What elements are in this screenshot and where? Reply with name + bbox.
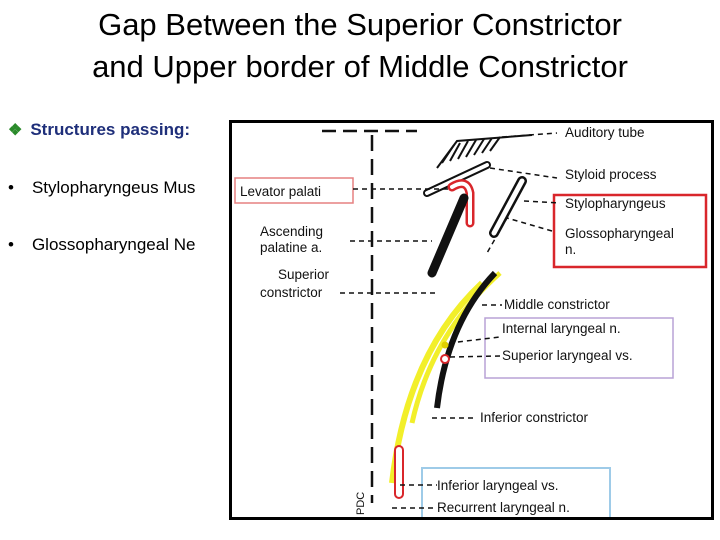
label-internal-laryngeal: Internal laryngeal n. xyxy=(502,321,621,336)
diamond-bullet-icon: ❖ xyxy=(8,122,23,139)
label-glossopharyngeal-2: n. xyxy=(565,242,576,257)
auditory-tube-shape xyxy=(436,134,533,169)
list-item: • Stylopharyngeus Mus xyxy=(8,178,195,198)
list-item-text: Glossopharyngeal Ne xyxy=(31,235,196,254)
superior-laryngeal-dot xyxy=(440,354,450,364)
label-glossopharyngeal-1: Glossopharyngeal xyxy=(565,226,674,241)
label-levator-palati: Levator palati xyxy=(240,184,321,199)
label-ascending-2: palatine a. xyxy=(260,240,322,255)
inferior-laryngeal-box xyxy=(421,467,611,517)
label-auditory-tube: Auditory tube xyxy=(565,125,645,140)
list-item: • Glossopharyngeal Ne xyxy=(8,235,195,255)
bullet-dot: • xyxy=(8,235,14,254)
label-inferior-constrictor: Inferior constrictor xyxy=(480,410,589,425)
middle-constrictor-shape xyxy=(434,270,498,409)
heading-text: Structures passing: xyxy=(30,120,190,139)
label-superior-laryngeal: Superior laryngeal vs. xyxy=(502,348,633,363)
list-item-text: Stylopharyngeus Mus xyxy=(31,178,196,197)
glossopharyngeal-highlight-box xyxy=(552,193,708,269)
label-styloid-process: Styloid process xyxy=(565,167,657,182)
inferior-laryngeal-vessel xyxy=(394,445,404,499)
label-stylopharyngeus: Stylopharyngeus xyxy=(565,196,666,211)
title-line-1: Gap Between the Superior Constrictor xyxy=(98,7,622,42)
internal-laryngeal-dot xyxy=(441,341,449,349)
pharynx-diagram: Auditory tube Styloid process Levator pa… xyxy=(229,120,714,520)
bullet-dot: • xyxy=(8,178,14,197)
label-inferior-laryngeal: Inferior laryngeal vs. xyxy=(437,478,559,493)
title-line-2: and Upper border of Middle Constrictor xyxy=(92,49,628,84)
laryngeal-box xyxy=(484,317,674,379)
label-recurrent-laryngeal: Recurrent laryngeal n. xyxy=(437,500,570,515)
label-ascending-1: Ascending xyxy=(260,224,323,239)
label-superior-1: Superior xyxy=(278,267,330,282)
levator-palati-box xyxy=(234,177,354,204)
label-superior-2: constrictor xyxy=(260,285,323,300)
pharynx-diagram-svg: Auditory tube Styloid process Levator pa… xyxy=(234,125,708,517)
artist-signature: PDC xyxy=(355,492,367,515)
structures-heading: ❖ Structures passing: xyxy=(8,120,190,140)
slide-title: Gap Between the Superior Constrictor and… xyxy=(0,4,720,88)
label-middle-constrictor: Middle constrictor xyxy=(504,297,610,312)
muscle-bar-shape xyxy=(427,193,469,278)
